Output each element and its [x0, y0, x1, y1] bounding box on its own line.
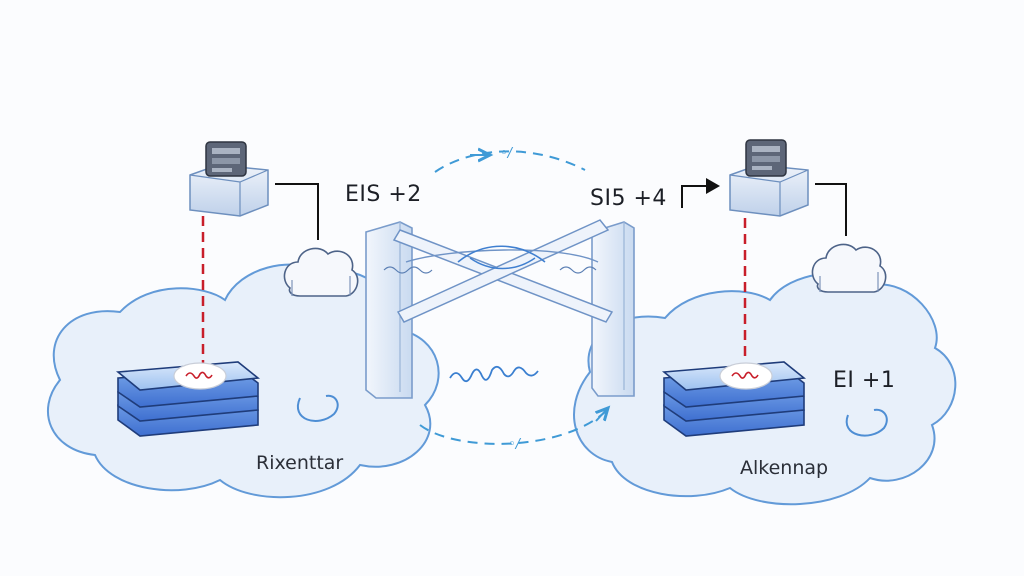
top-arc-link — [434, 150, 586, 173]
signal-wave-icon — [449, 365, 539, 383]
left-loop-mark — [297, 394, 339, 422]
right-site-label: Alkennap — [740, 457, 829, 479]
bottom-arc-arrow — [596, 408, 608, 422]
top-arc-label: ◦/ — [500, 146, 513, 161]
left-site-label: Rixenttar — [256, 452, 344, 474]
right-side-label: EI +1 — [833, 368, 896, 393]
left-server-icon — [189, 141, 269, 217]
left-cloud-icon — [283, 247, 359, 297]
right-server-connector — [815, 183, 847, 236]
right-server-icon — [729, 139, 809, 217]
bottom-arc-link — [419, 411, 606, 445]
left-link-label: EIS +2 — [345, 182, 422, 207]
right-arrow-connector — [681, 178, 720, 208]
right-link-label: SI5 +4 — [590, 186, 667, 211]
bottom-arc-label: ◦/ — [508, 437, 521, 452]
right-storage-stack-icon — [661, 361, 807, 437]
left-server-connector — [275, 183, 319, 240]
left-storage-stack-icon — [115, 361, 261, 437]
bridge-icon — [365, 219, 635, 399]
right-cloud-icon — [811, 243, 887, 293]
right-loop-mark — [845, 408, 888, 437]
